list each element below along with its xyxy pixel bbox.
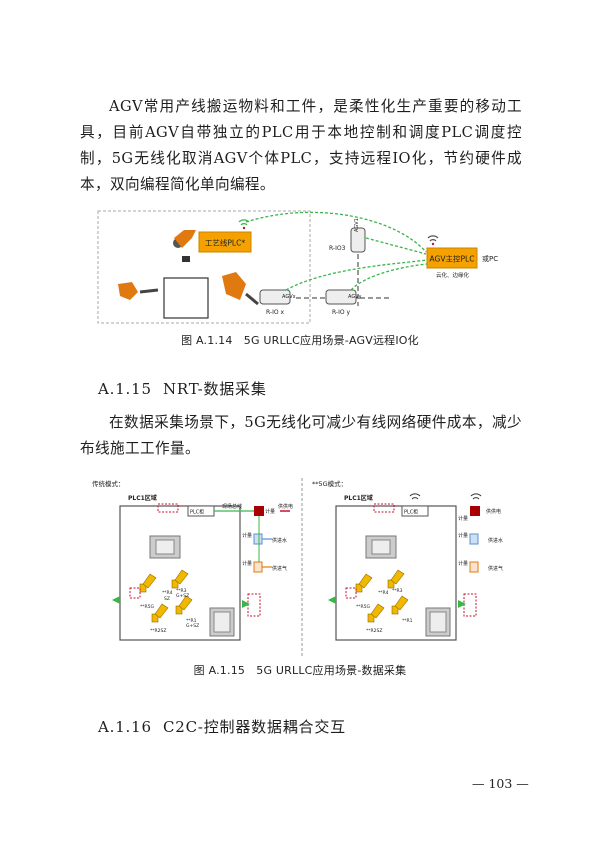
paragraph-agv-intro: AGV常用产线搬运物料和工件，是柔性化生产重要的移动工具，目前AGV自带独立的P… [80, 98, 522, 193]
left-meter-power [254, 506, 264, 516]
agv1-vehicle [350, 227, 366, 253]
left-meter-label: 计量 [265, 508, 275, 515]
left-plc-cabinet-label: PLC柜 [190, 509, 204, 516]
robot-arm-icon [118, 282, 159, 300]
agv-main-plc-label: AGV主控PLC [430, 254, 475, 264]
cloud-edge-label: 云化、边缘化 [436, 271, 470, 279]
machine-icon [149, 535, 181, 559]
right-plc-cabinet-label: PLC柜 [404, 509, 418, 516]
robot-arm-icon [173, 230, 196, 262]
left-meter-gas-label: 计量 [242, 560, 252, 567]
label-r4: **R4 [162, 590, 173, 596]
robot-arm-icon [222, 272, 259, 306]
left-mode-title: 传统模式： [92, 479, 125, 488]
figure-data-collection: 传统模式： PLC1区域 PLC柜 现场总线 计量 供供电 计量 供进水 计量 … [92, 478, 503, 656]
riox-label: R-IO x [266, 309, 284, 316]
agvx-label: AGVx [282, 294, 296, 300]
left-zone-frame [119, 505, 241, 641]
left-zone-label: PLC1区域 [128, 494, 157, 502]
green-arrow-icon [242, 600, 250, 608]
process-plc-box [198, 231, 252, 253]
right-mode-title: **5G模式： [312, 479, 347, 488]
label-r4: **R4 [378, 590, 389, 596]
machine-icon [425, 607, 451, 637]
left-meter-water-label: 计量 [242, 532, 252, 539]
section-heading-a116: A.1.16 C2C-控制器数据耦合交互 [98, 716, 346, 737]
rioy-label: R-IO y [332, 309, 350, 316]
right-zone-frame [335, 505, 457, 641]
left-meter-gas [253, 561, 263, 573]
right-zone-label: PLC1区域 [344, 494, 373, 502]
label-r5g: **R5G [140, 604, 154, 610]
right-gas-label: 供进气 [488, 565, 503, 572]
wifi-icon [470, 493, 482, 500]
work-table [163, 277, 209, 319]
figure-agv-remote-io: 工艺线PLC* AGV主控PLC 或PC 云化、边缘化 AGV1 R-IO3 A… [97, 210, 498, 324]
agv-main-plc-box [426, 247, 478, 269]
label-r1: **R1 [186, 618, 197, 624]
right-meter-water [469, 533, 479, 545]
right-power-label: 供供电 [486, 508, 501, 515]
wifi-icon [409, 493, 421, 500]
right-meter-water-label: 计量 [458, 532, 468, 539]
green-arrow-icon [112, 596, 120, 604]
left-meter-water [253, 533, 263, 545]
right-meter-gas [469, 561, 479, 573]
robot-arm-icon [355, 569, 409, 623]
label-sz: SZ [164, 596, 170, 602]
process-area-frame [97, 210, 311, 324]
agvy-label: AGVy [348, 294, 361, 300]
label-r3: **R3 [176, 588, 187, 594]
label-r5g: **R5G [356, 604, 370, 610]
label-gsz: G+SZ [186, 623, 199, 629]
left-power-label: 供供电 [278, 503, 293, 510]
green-arrow-icon [328, 596, 336, 604]
or-pc-label: 或PC [482, 254, 498, 263]
green-arrow-icon [458, 600, 466, 608]
left-water-label: 供进水 [272, 537, 287, 544]
rio3-label: R-IO3 [329, 245, 346, 252]
agv1-label: AGV1 [354, 218, 360, 232]
figure2-caption: 图 A.1.15 5G URLLC应用场景-数据采集 [193, 664, 407, 677]
paragraph-data-collection: 在数据采集场景下，5G无线化可减少有线网络硬件成本，减少布线施工工作量。 [80, 414, 522, 457]
right-plc-cabinet [401, 505, 429, 517]
process-plc-label: 工艺线PLC* [205, 238, 245, 248]
wifi-icon [427, 235, 439, 246]
page-number: — 103 — [472, 776, 529, 791]
section-number: A.1.15 [98, 380, 152, 398]
section-number: A.1.16 [98, 718, 152, 736]
agvx-vehicle [259, 289, 291, 305]
wireless-links [245, 211, 428, 291]
agvy-vehicle [325, 289, 357, 305]
label-r2sz: **R2SZ [150, 628, 166, 634]
machine-icon [365, 535, 397, 559]
right-meter-gas-label: 计量 [458, 560, 468, 567]
section-heading-a115: A.1.15 NRT-数据采集 [98, 378, 267, 399]
section-title: C2C-控制器数据耦合交互 [162, 718, 346, 736]
left-gas-label: 供进气 [272, 565, 287, 572]
machine-icon [209, 607, 235, 637]
left-fieldbus-label: 现场总线 [222, 503, 242, 510]
label-r1: **R1 [402, 618, 413, 624]
figure1-caption: 图 A.1.14 5G URLLC应用场景-AGV远程IO化 [181, 334, 419, 347]
robot-arm-icon [139, 569, 193, 623]
label-gsz: G+SZ [176, 593, 189, 599]
label-r3: **R3 [392, 588, 403, 594]
section-title: NRT-数据采集 [162, 380, 267, 398]
right-meter-power [470, 506, 480, 516]
right-water-label: 供进水 [488, 537, 503, 544]
label-r2sz: **R2SZ [366, 628, 382, 634]
right-meter-label: 计量 [458, 515, 468, 522]
